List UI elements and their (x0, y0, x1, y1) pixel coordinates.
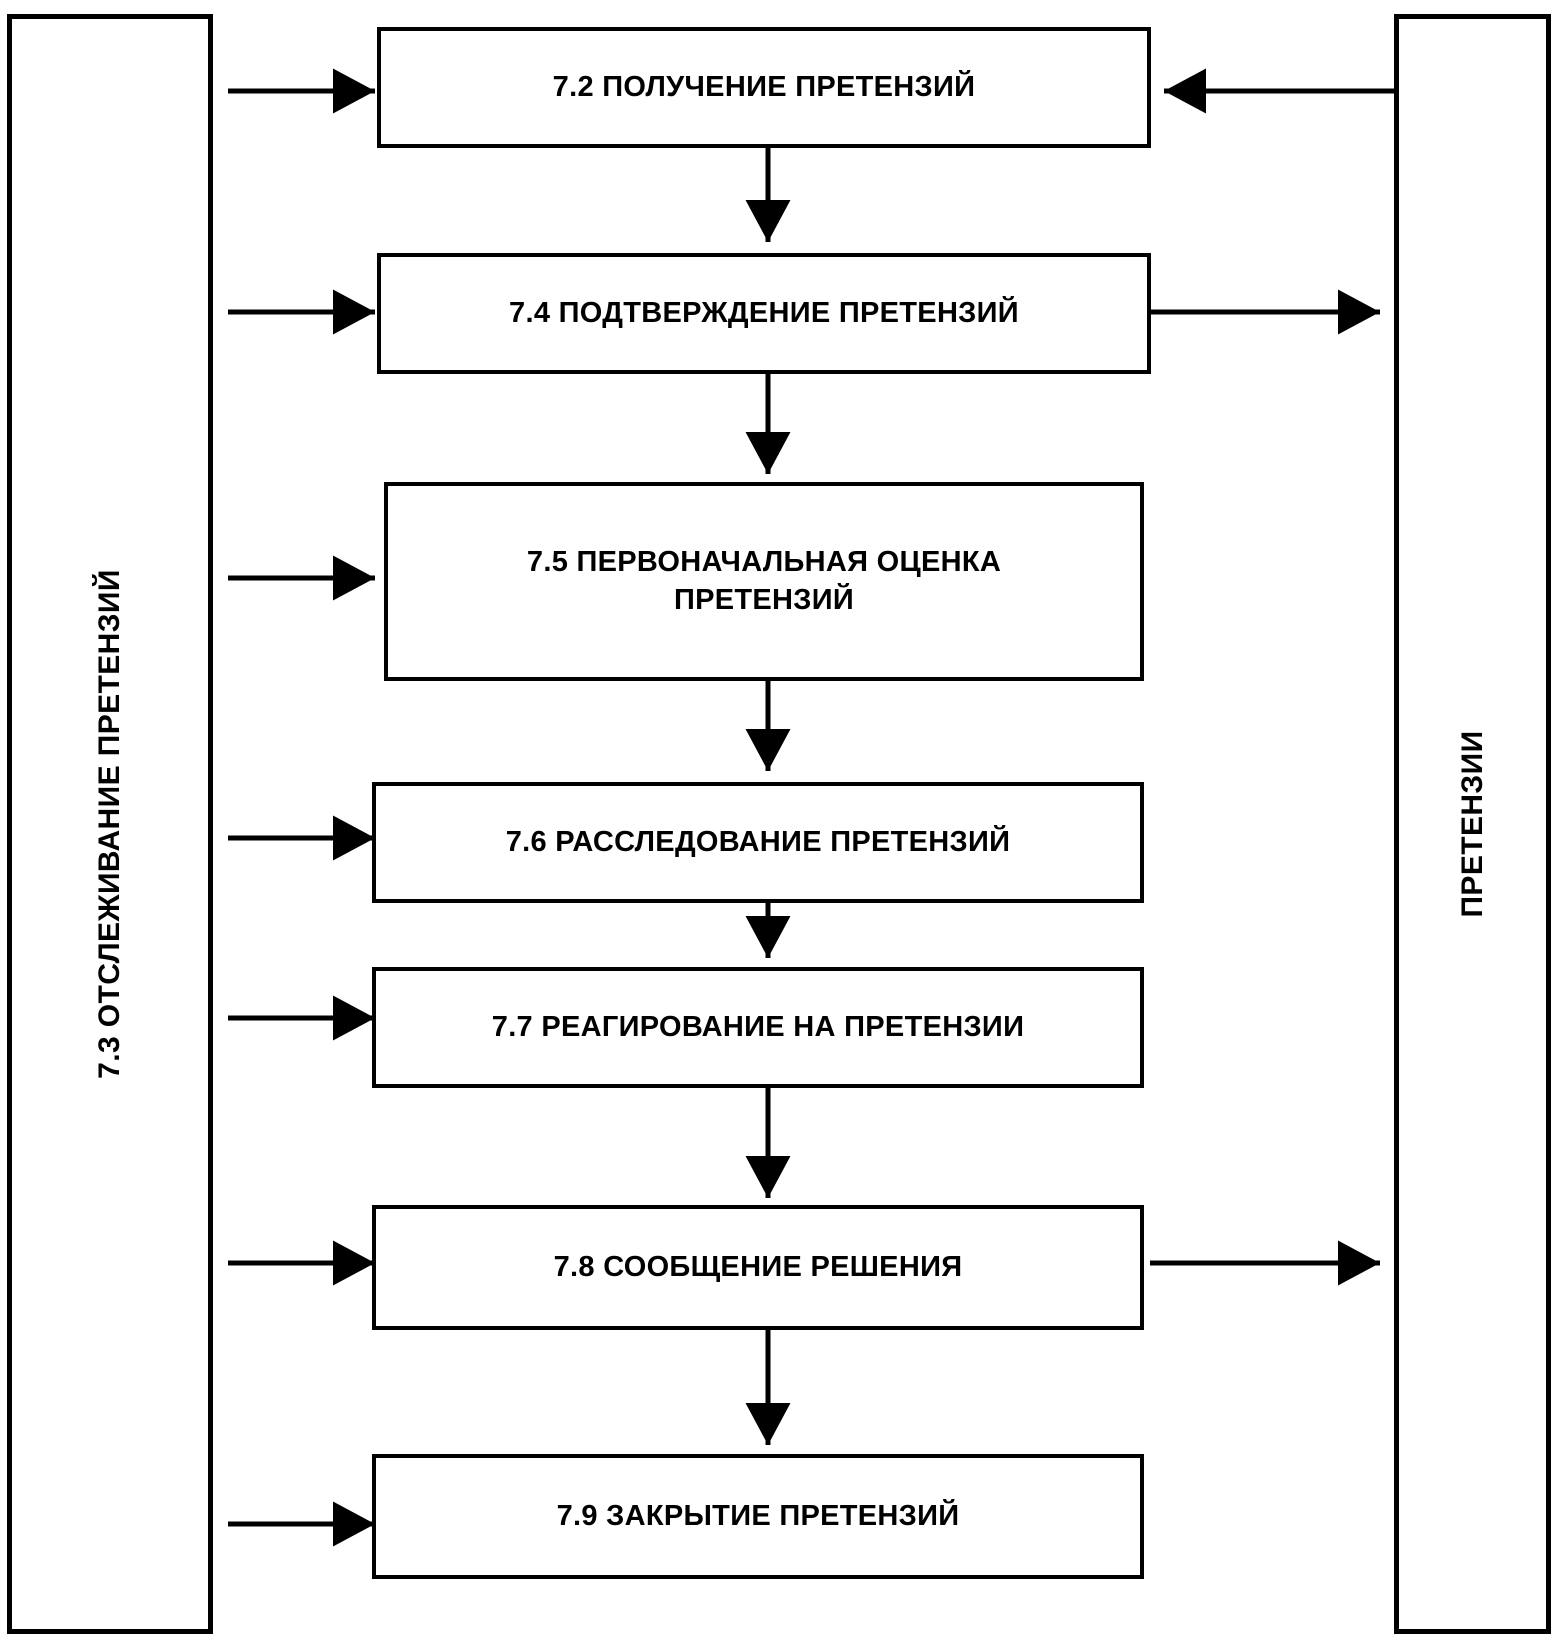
process-box-7-8-label: 7.8 СООБЩЕНИЕ РЕШЕНИЯ (553, 1250, 963, 1283)
process-box-7-4[interactable]: 7.4 ПОДТВЕРЖДЕНИЕ ПРЕТЕНЗИЙ (377, 253, 1151, 374)
process-box-7-9-label: 7.9 ЗАКРЫТИЕ ПРЕТЕНЗИЙ (556, 1499, 960, 1532)
claims-lane-label: ПРЕТЕНЗИИ (1455, 730, 1489, 918)
process-box-7-5-label: 7.5 ПЕРВОНАЧАЛЬНАЯ ОЦЕНКА ПРЕТЕНЗИЙ (526, 546, 1002, 616)
process-box-7-9[interactable]: 7.9 ЗАКРЫТИЕ ПРЕТЕНЗИЙ (372, 1454, 1144, 1579)
claims-lane-container[interactable]: ПРЕТЕНЗИИ (1394, 14, 1551, 1634)
process-box-7-2[interactable]: 7.2 ПОЛУЧЕНИЕ ПРЕТЕНЗИЙ (377, 27, 1151, 148)
process-box-7-5[interactable]: 7.5 ПЕРВОНАЧАЛЬНАЯ ОЦЕНКА ПРЕТЕНЗИЙ (384, 482, 1144, 681)
process-box-7-2-label: 7.2 ПОЛУЧЕНИЕ ПРЕТЕНЗИЙ (552, 70, 976, 103)
tracking-lane-container[interactable]: 7.3 ОТСЛЕЖИВАНИЕ ПРЕТЕНЗИЙ (7, 14, 213, 1634)
process-box-7-6-label: 7.6 РАССЛЕДОВАНИЕ ПРЕТЕНЗИЙ (505, 825, 1011, 858)
process-box-7-7-label: 7.7 РЕАГИРОВАНИЕ НА ПРЕТЕНЗИИ (491, 1010, 1025, 1043)
process-box-7-8[interactable]: 7.8 СООБЩЕНИЕ РЕШЕНИЯ (372, 1205, 1144, 1330)
tracking-lane-label: 7.3 ОТСЛЕЖИВАНИЕ ПРЕТЕНЗИЙ (93, 569, 126, 1079)
process-box-7-7[interactable]: 7.7 РЕАГИРОВАНИЕ НА ПРЕТЕНЗИИ (372, 967, 1144, 1088)
process-box-7-6[interactable]: 7.6 РАССЛЕДОВАНИЕ ПРЕТЕНЗИЙ (372, 782, 1144, 903)
process-box-7-4-label: 7.4 ПОДТВЕРЖДЕНИЕ ПРЕТЕНЗИЙ (509, 296, 1019, 329)
